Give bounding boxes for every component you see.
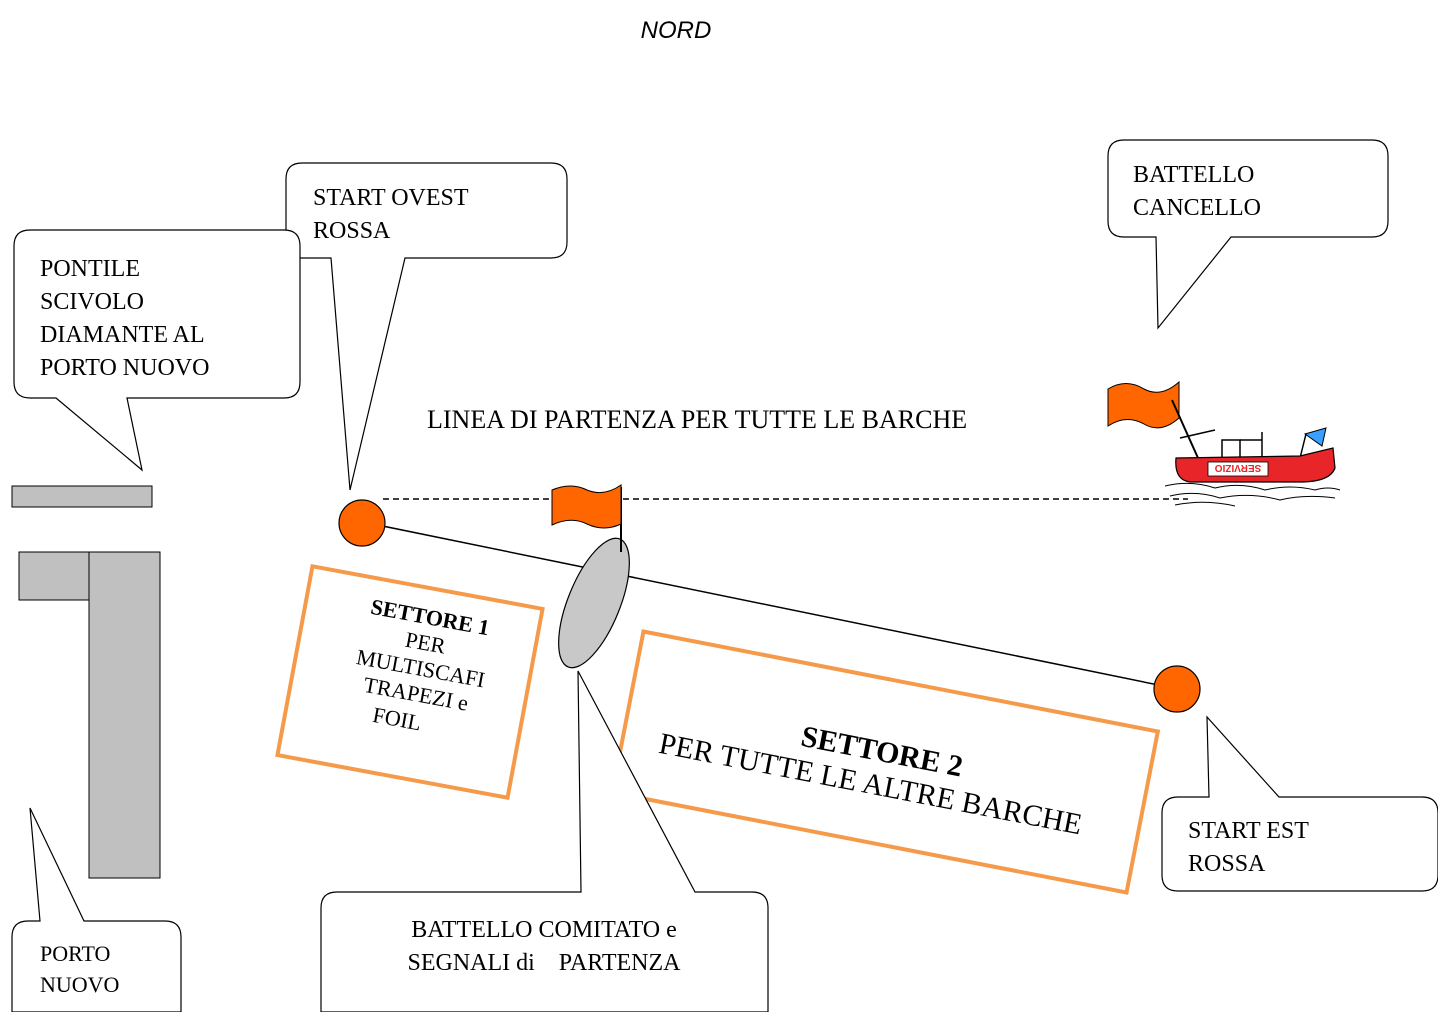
callout-start-ovest: START OVEST ROSSA (285, 162, 568, 491)
callout-start-est: START EST ROSSA (1161, 715, 1438, 892)
callout-battello-comitato: BATTELLO COMITATO e SEGNALI di PARTENZA (320, 670, 769, 1012)
settore-2-box: SETTORE 2 PER TUTTE LE ALTRE BARCHE (609, 629, 1161, 895)
pontile-pier (11, 485, 153, 508)
flag-committee (551, 484, 622, 552)
callout-porto-nuovo: PORTO NUOVO (11, 807, 182, 1012)
committee-boat (558, 537, 630, 669)
callout-start-ovest-line1: START OVEST (313, 185, 469, 211)
callout-pontile: PONTILE SCIVOLO DIAMANTE AL PORTO NUOVO (13, 229, 301, 472)
callout-pontile-line4: PORTO NUOVO (40, 355, 209, 381)
buoy-start-est (1153, 665, 1201, 713)
callout-start-est-line2: ROSSA (1188, 851, 1266, 877)
callout-pontile-line2: SCIVOLO (40, 289, 144, 315)
callout-start-ovest-line2: ROSSA (313, 218, 391, 244)
callout-battello-comitato-line1: BATTELLO COMITATO e (411, 917, 677, 943)
callout-battello-cancello-line2: CANCELLO (1133, 195, 1261, 221)
callout-start-est-line1: START EST (1188, 818, 1309, 844)
callout-battello-comitato-line2: SEGNALI di PARTENZA (407, 950, 681, 976)
callout-pontile-line3: DIAMANTE AL (40, 322, 205, 348)
north-label: NORD (641, 17, 712, 44)
callout-battello-cancello-line1: BATTELLO (1133, 162, 1254, 188)
callout-battello-cancello: BATTELLO CANCELLO (1107, 139, 1389, 330)
start-line-label: LINEA DI PARTENZA PER TUTTE LE BARCHE (427, 405, 967, 434)
callout-pontile-line1: PONTILE (40, 256, 140, 282)
service-boat-icon: SERVIZIO (1164, 399, 1341, 507)
callout-porto-nuovo-line2: NUOVO (40, 972, 119, 997)
callout-porto-nuovo-line1: PORTO (40, 941, 110, 966)
harbor-block-small (18, 551, 92, 601)
buoy-connector-line (362, 521, 1179, 690)
service-boat-hull-text: SERVIZIO (1215, 462, 1262, 473)
settore-1-box: SETTORE 1 PER MULTISCAFI TRAPEZI e FOIL (275, 563, 545, 801)
flag-gate-boat (1107, 380, 1180, 429)
harbor-breakwater (88, 551, 161, 879)
buoy-start-ovest (338, 499, 386, 547)
